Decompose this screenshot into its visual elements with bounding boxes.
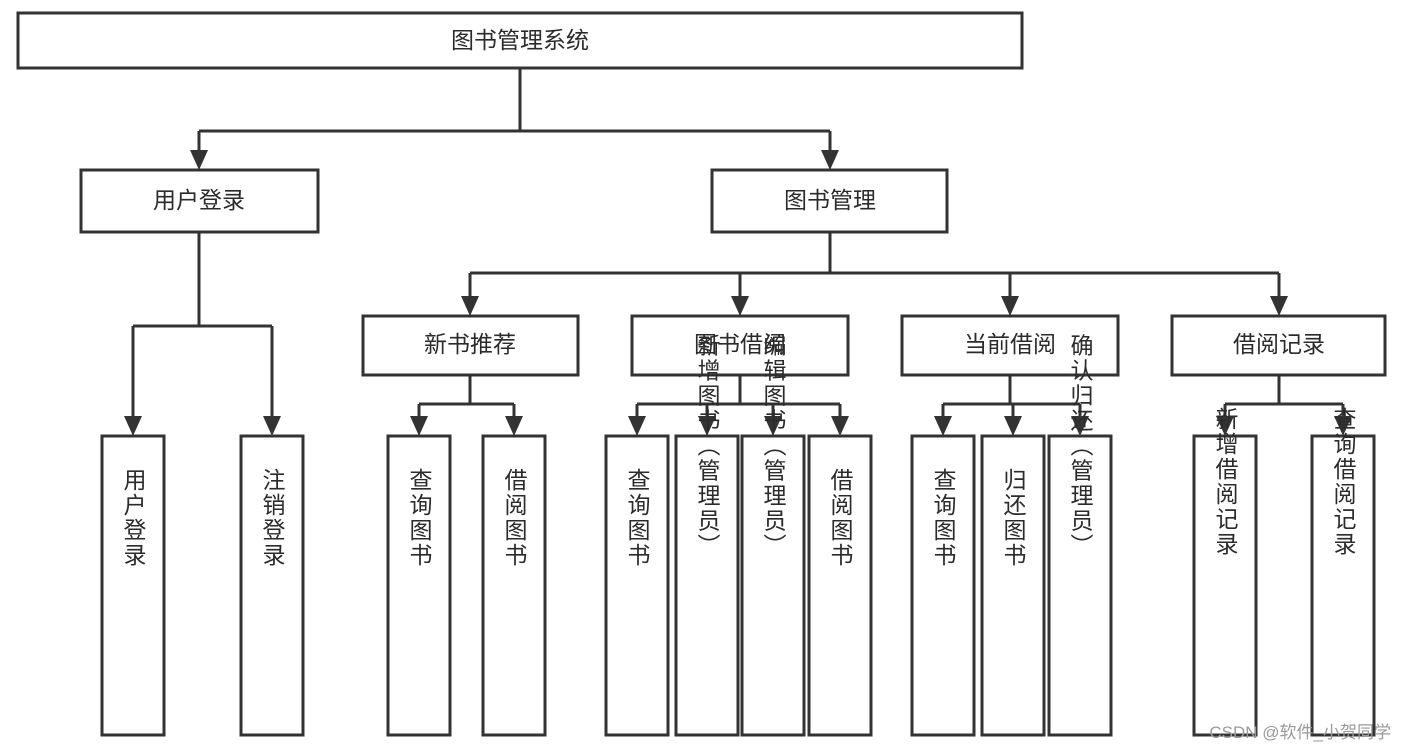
node-current-borrow-label: 当前借阅 bbox=[964, 331, 1056, 357]
node-leaf-borrow-book-1-label: 借阅图书 bbox=[501, 468, 528, 568]
node-leaf-return-book[interactable]: 归还图书 bbox=[980, 434, 1046, 737]
arrowhead-leaf-borrow-book-1 bbox=[505, 416, 523, 436]
arrowhead-leaf-confirm-return bbox=[1071, 416, 1089, 436]
connector-group-book-borrow bbox=[628, 375, 849, 436]
node-leaf-query-book-3-box[interactable] bbox=[910, 434, 976, 737]
node-root-label: 图书管理系统 bbox=[451, 27, 589, 53]
connector-group-root bbox=[190, 68, 839, 170]
node-leaf-user-login[interactable]: 用户登录 bbox=[100, 434, 166, 737]
node-leaf-query-book-1[interactable]: 查询图书 bbox=[386, 434, 452, 737]
node-user-login-label: 用户登录 bbox=[153, 187, 245, 213]
connector-group-book-management bbox=[461, 232, 1288, 316]
node-leaf-query-record[interactable]: 查询借阅记录 bbox=[1310, 407, 1376, 737]
node-leaf-borrow-book-1[interactable]: 借阅图书 bbox=[481, 434, 547, 737]
node-root-box[interactable] bbox=[16, 11, 1024, 70]
arrowhead-leaf-borrow-book-2 bbox=[831, 416, 849, 436]
node-book-borrow-label: 图书借阅 bbox=[694, 331, 786, 357]
connector-group-user-login bbox=[124, 232, 281, 436]
arrowhead-leaf-query-book-3 bbox=[934, 416, 952, 436]
node-leaf-query-book-2-box[interactable] bbox=[604, 434, 670, 737]
arrowhead-leaf-query-record bbox=[1334, 416, 1352, 436]
node-borrow-record[interactable]: 借阅记录 bbox=[1170, 314, 1387, 377]
node-leaf-add-record[interactable]: 新增借阅记录 bbox=[1192, 407, 1258, 737]
arrowhead-leaf-edit-book bbox=[764, 416, 782, 436]
arrowhead-current-borrow bbox=[1001, 296, 1019, 316]
node-leaf-add-record-box[interactable] bbox=[1192, 434, 1258, 737]
node-leaf-edit-book-box[interactable] bbox=[740, 434, 806, 737]
node-leaf-logout-box[interactable] bbox=[239, 434, 305, 737]
node-leaf-query-book-2-label: 查询图书 bbox=[624, 468, 651, 568]
node-leaf-return-book-label: 归还图书 bbox=[1000, 468, 1027, 568]
node-leaf-query-book-3[interactable]: 查询图书 bbox=[910, 434, 976, 737]
node-leaf-confirm-return[interactable]: 确认归还（管理员） bbox=[1047, 334, 1113, 737]
arrowhead-book-borrow bbox=[731, 296, 749, 316]
node-leaf-logout[interactable]: 注销登录 bbox=[239, 434, 305, 737]
node-leaf-add-book-box[interactable] bbox=[674, 434, 740, 737]
node-leaf-query-book-1-box[interactable] bbox=[386, 434, 452, 737]
node-leaf-borrow-book-2-label: 借阅图书 bbox=[827, 468, 854, 568]
arrowhead-leaf-query-book-1 bbox=[410, 416, 428, 436]
node-borrow-record-box[interactable] bbox=[1170, 314, 1387, 377]
node-leaf-edit-book-label: 编辑图书（管理员） bbox=[760, 334, 787, 559]
node-leaf-query-book-2[interactable]: 查询图书 bbox=[604, 434, 670, 737]
arrowhead-borrow-record bbox=[1270, 296, 1288, 316]
arrowhead-leaf-return-book bbox=[1004, 416, 1022, 436]
node-leaf-return-book-box[interactable] bbox=[980, 434, 1046, 737]
node-current-borrow[interactable]: 当前借阅 bbox=[900, 314, 1120, 377]
node-leaf-borrow-book-2-box[interactable] bbox=[807, 434, 873, 737]
connector-group-current-borrow bbox=[934, 375, 1089, 436]
node-book-management-label: 图书管理 bbox=[784, 187, 876, 213]
node-leaf-add-book[interactable]: 新增图书（管理员） bbox=[674, 334, 740, 737]
arrowhead-leaf-add-record bbox=[1216, 416, 1234, 436]
csdn-watermark: CSDN @软件_小贺同学 bbox=[1209, 723, 1391, 742]
arrowhead-leaf-add-book bbox=[698, 416, 716, 436]
node-leaf-add-book-label: 新增图书（管理员） bbox=[694, 334, 721, 559]
node-book-management[interactable]: 图书管理 bbox=[710, 168, 949, 234]
node-leaf-query-record-label: 查询借阅记录 bbox=[1330, 407, 1357, 557]
node-leaf-edit-book[interactable]: 编辑图书（管理员） bbox=[740, 334, 806, 737]
arrowhead-book-management bbox=[821, 150, 839, 170]
node-book-management-box[interactable] bbox=[710, 168, 949, 234]
node-leaf-borrow-book-1-box[interactable] bbox=[481, 434, 547, 737]
node-current-borrow-box[interactable] bbox=[900, 314, 1120, 377]
node-leaf-query-book-3-label: 查询图书 bbox=[930, 468, 957, 568]
node-leaf-query-record-box[interactable] bbox=[1310, 434, 1376, 737]
node-book-borrow-box[interactable] bbox=[630, 314, 850, 377]
node-leaf-user-login-box[interactable] bbox=[100, 434, 166, 737]
arrowhead-leaf-query-book-2 bbox=[628, 416, 646, 436]
connector-group-new-book-recommend bbox=[410, 375, 523, 436]
node-leaf-confirm-return-box[interactable] bbox=[1047, 434, 1113, 737]
node-leaf-user-login-label: 用户登录 bbox=[120, 468, 147, 568]
connector-group-borrow-record bbox=[1216, 375, 1352, 436]
node-borrow-record-label: 借阅记录 bbox=[1233, 331, 1325, 357]
node-leaf-add-record-label: 新增借阅记录 bbox=[1212, 407, 1239, 557]
node-user-login-box[interactable] bbox=[79, 168, 320, 234]
node-leaf-logout-label: 注销登录 bbox=[259, 468, 286, 568]
node-book-borrow[interactable]: 图书借阅 bbox=[630, 314, 850, 377]
node-leaf-query-book-1-label: 查询图书 bbox=[406, 468, 433, 568]
arrowhead-new-book-recommend bbox=[461, 296, 479, 316]
node-user-login[interactable]: 用户登录 bbox=[79, 168, 320, 234]
node-new-book-recommend[interactable]: 新书推荐 bbox=[361, 314, 580, 377]
node-root[interactable]: 图书管理系统 bbox=[16, 11, 1024, 70]
arrowhead-leaf-user-login bbox=[124, 416, 142, 436]
node-leaf-borrow-book-2[interactable]: 借阅图书 bbox=[807, 434, 873, 737]
arrowhead-user-login bbox=[190, 150, 208, 170]
arrowhead-leaf-logout bbox=[263, 416, 281, 436]
node-new-book-recommend-label: 新书推荐 bbox=[424, 331, 516, 357]
node-leaf-confirm-return-label: 确认归还（管理员） bbox=[1067, 334, 1094, 559]
node-new-book-recommend-box[interactable] bbox=[361, 314, 580, 377]
